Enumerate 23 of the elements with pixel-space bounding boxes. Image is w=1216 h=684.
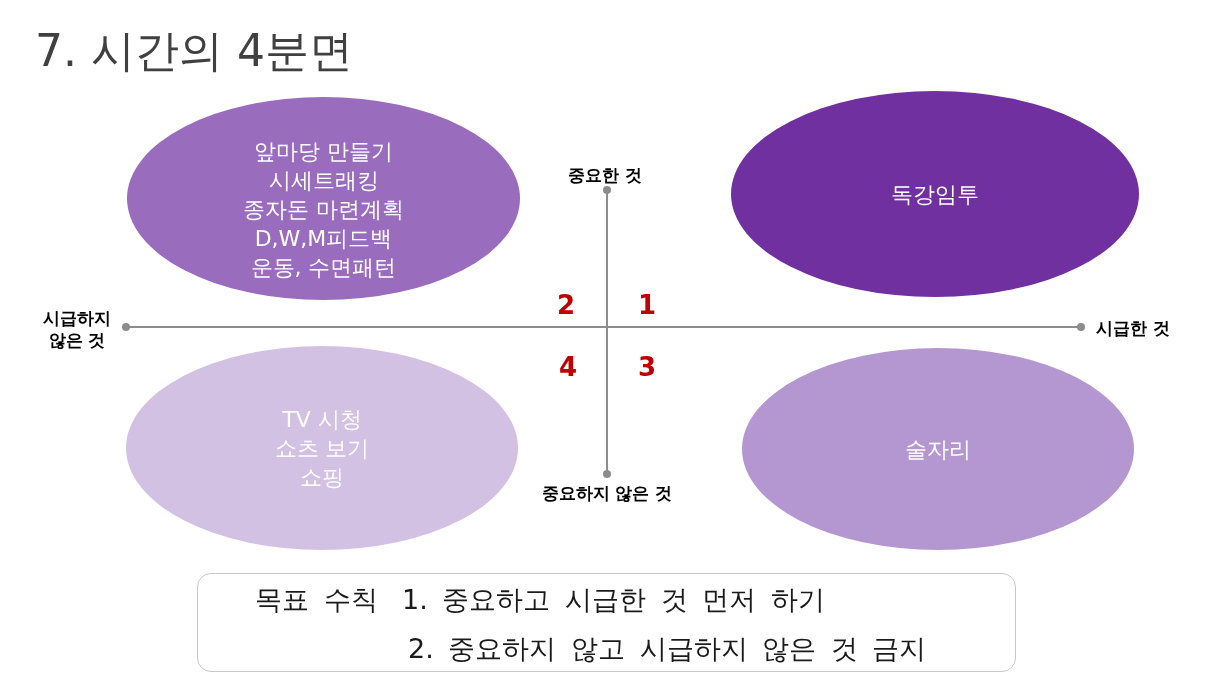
- task-text: 시세트래킹: [268, 167, 379, 195]
- task-text: D,W,M피드백: [254, 225, 393, 253]
- quadrant-number: 3: [637, 352, 657, 382]
- slide-title: 7. 시간의 4분면: [35, 24, 353, 78]
- axis-label: 중요한 것: [568, 164, 642, 186]
- quadrant-number: 4: [558, 352, 578, 382]
- axis-label: 시급하지 않은 것: [42, 307, 112, 351]
- axis-label: 중요하지 않은 것: [541, 482, 673, 504]
- quadrant-number: 1: [637, 290, 657, 320]
- quadrant-number: 2: [556, 290, 576, 320]
- task-text: 앞마당 만들기: [254, 138, 393, 166]
- axis-label: 시급한 것: [1096, 317, 1170, 339]
- task-text: 독강임투: [891, 180, 979, 209]
- task-text: 종자돈 마련계획: [243, 196, 404, 224]
- task-text: 쇼핑: [300, 463, 344, 492]
- task-text: 운동, 수면패턴: [250, 254, 397, 282]
- rule-text: 2. 중요하지 않고 시급하지 않은 것 금지: [408, 633, 927, 665]
- rule-heading: 목표 수칙: [255, 584, 378, 616]
- rule-text: 1. 중요하고 시급한 것 먼저 하기: [402, 584, 825, 616]
- task-text: 술자리: [905, 435, 971, 464]
- rules-box: [197, 573, 1016, 672]
- task-text: TV 시청: [282, 405, 362, 434]
- task-text: 쇼츠 보기: [274, 434, 370, 463]
